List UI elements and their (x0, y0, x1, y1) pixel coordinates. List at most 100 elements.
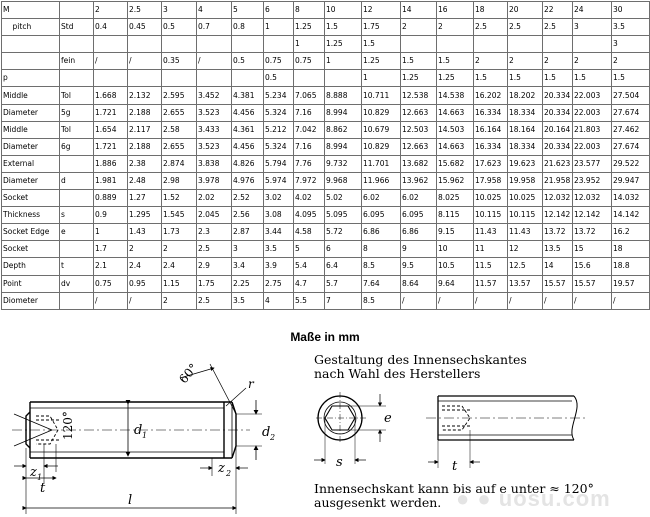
table-cell: 1.295 (127, 206, 162, 225)
table-cell: 3.08 (263, 206, 294, 225)
table-cell: 18.334 (507, 103, 543, 122)
table-cell: 6.095 (361, 206, 401, 225)
table-cell: 4.7 (293, 274, 325, 293)
table-cell: 2 (542, 52, 573, 71)
table-cell: 12.503 (400, 120, 437, 139)
table-cell: 2.3 (196, 223, 232, 242)
table-cell: 2.655 (161, 103, 197, 122)
table-cell: 2.132 (127, 86, 162, 105)
table-cell: 3.5 (231, 291, 264, 310)
table-cell: 27.504 (611, 86, 650, 105)
table-cell: / (436, 291, 474, 310)
table-cell: 5.324 (263, 137, 294, 156)
table-cell: 12.142 (572, 206, 612, 225)
table-cell: 8 (293, 0, 325, 20)
table-cell: 8.5 (361, 291, 401, 310)
table-cell: 2.595 (161, 86, 197, 105)
table-cell: 13.72 (572, 223, 612, 242)
row-sublabel: Std (59, 18, 94, 37)
table-cell (196, 69, 232, 88)
table-cell: 4 (196, 0, 232, 20)
row-sublabel: d (59, 171, 94, 191)
table-cell: 10.025 (473, 189, 508, 208)
table-cell: 2.5 (196, 291, 232, 310)
table-cell: 27.674 (611, 137, 650, 156)
end-view (314, 392, 386, 464)
table-cell: 0.5 (161, 18, 197, 37)
table-cell: 10.5 (436, 257, 474, 276)
row-label: Diameter (1, 171, 60, 191)
row-sublabel (59, 0, 94, 20)
table-cell: 9.64 (436, 274, 474, 293)
table-cell: 8.025 (436, 189, 474, 208)
d2-subscript: 2 (269, 433, 275, 442)
row-label: Socket Edge (1, 223, 60, 242)
table-cell: 2.045 (196, 206, 232, 225)
table-cell: 10.829 (361, 137, 401, 156)
table-cell: 2.52 (231, 189, 264, 208)
table-cell: 5 (231, 0, 264, 20)
table-cell: 19.57 (611, 274, 650, 293)
table-cell: 22.003 (572, 86, 612, 105)
table-cell: 16.2 (611, 223, 650, 242)
table-cell: 2.4 (127, 257, 162, 276)
section-view-labels: t (452, 459, 458, 474)
table-cell: 4.456 (231, 103, 264, 122)
table-cell: 5.212 (263, 120, 294, 139)
table-cell: 12.538 (400, 86, 437, 105)
row-label: pitch (1, 18, 60, 37)
row-label: External (1, 154, 60, 173)
table-cell: 27.674 (611, 103, 650, 122)
table-cell: 5.095 (324, 206, 362, 225)
table-cell: 3.433 (196, 120, 232, 139)
table-cell: 8.862 (324, 120, 362, 139)
row-sublabel: fein (59, 52, 94, 71)
table-cell: 6.02 (400, 189, 437, 208)
note-countersink: Innensechskant kann bis auf e unter ≈ 12… (314, 482, 594, 510)
table-cell: 2.117 (127, 120, 162, 139)
table-cell: 1 (324, 52, 362, 71)
table-cell: 5.324 (263, 103, 294, 122)
table-cell: 1.5 (324, 18, 362, 37)
table-cell: 2.02 (196, 189, 232, 208)
side-view-labels: 60° 120° r d 1 d 2 z 1 t z 2 l (29, 361, 275, 508)
table-cell: 20.164 (542, 120, 573, 139)
table-cell: 3.452 (196, 86, 232, 105)
row-sublabel: Tol (59, 86, 94, 105)
table-cell: / (196, 52, 232, 71)
table-cell: 2.25 (231, 274, 264, 293)
table-cell: 12 (507, 240, 543, 259)
table-cell: 4.02 (293, 189, 325, 208)
row-label: Socket (1, 240, 60, 259)
table-cell: 1.721 (93, 103, 128, 122)
row-sublabel (59, 240, 94, 259)
table-cell: / (93, 291, 128, 310)
table-cell: 1.52 (161, 189, 197, 208)
table-cell (127, 69, 162, 88)
table-cell: 1.5 (436, 52, 474, 71)
note-top-line-1: Gestaltung des Innensechskantes (314, 352, 527, 367)
table-cell: 0.9 (93, 206, 128, 225)
table-cell: 17.623 (473, 154, 508, 173)
table-cell: 1.75 (361, 18, 401, 37)
row-sublabel (59, 69, 94, 88)
row-label: Diometer (1, 291, 60, 310)
table-cell: 30 (611, 0, 650, 20)
table-cell (324, 69, 362, 88)
table-cell: 4.976 (231, 171, 264, 191)
table-cell (231, 35, 264, 54)
table-cell: 0.75 (263, 52, 294, 71)
table-cell: 0.5 (263, 69, 294, 88)
table-cell: 12.032 (542, 189, 573, 208)
d2-label: d (262, 425, 270, 440)
side-view (12, 363, 262, 514)
table-cell: / (611, 291, 650, 310)
table-cell: 10 (324, 0, 362, 20)
table-cell: 1 (263, 18, 294, 37)
table-cell: 20.334 (542, 137, 573, 156)
